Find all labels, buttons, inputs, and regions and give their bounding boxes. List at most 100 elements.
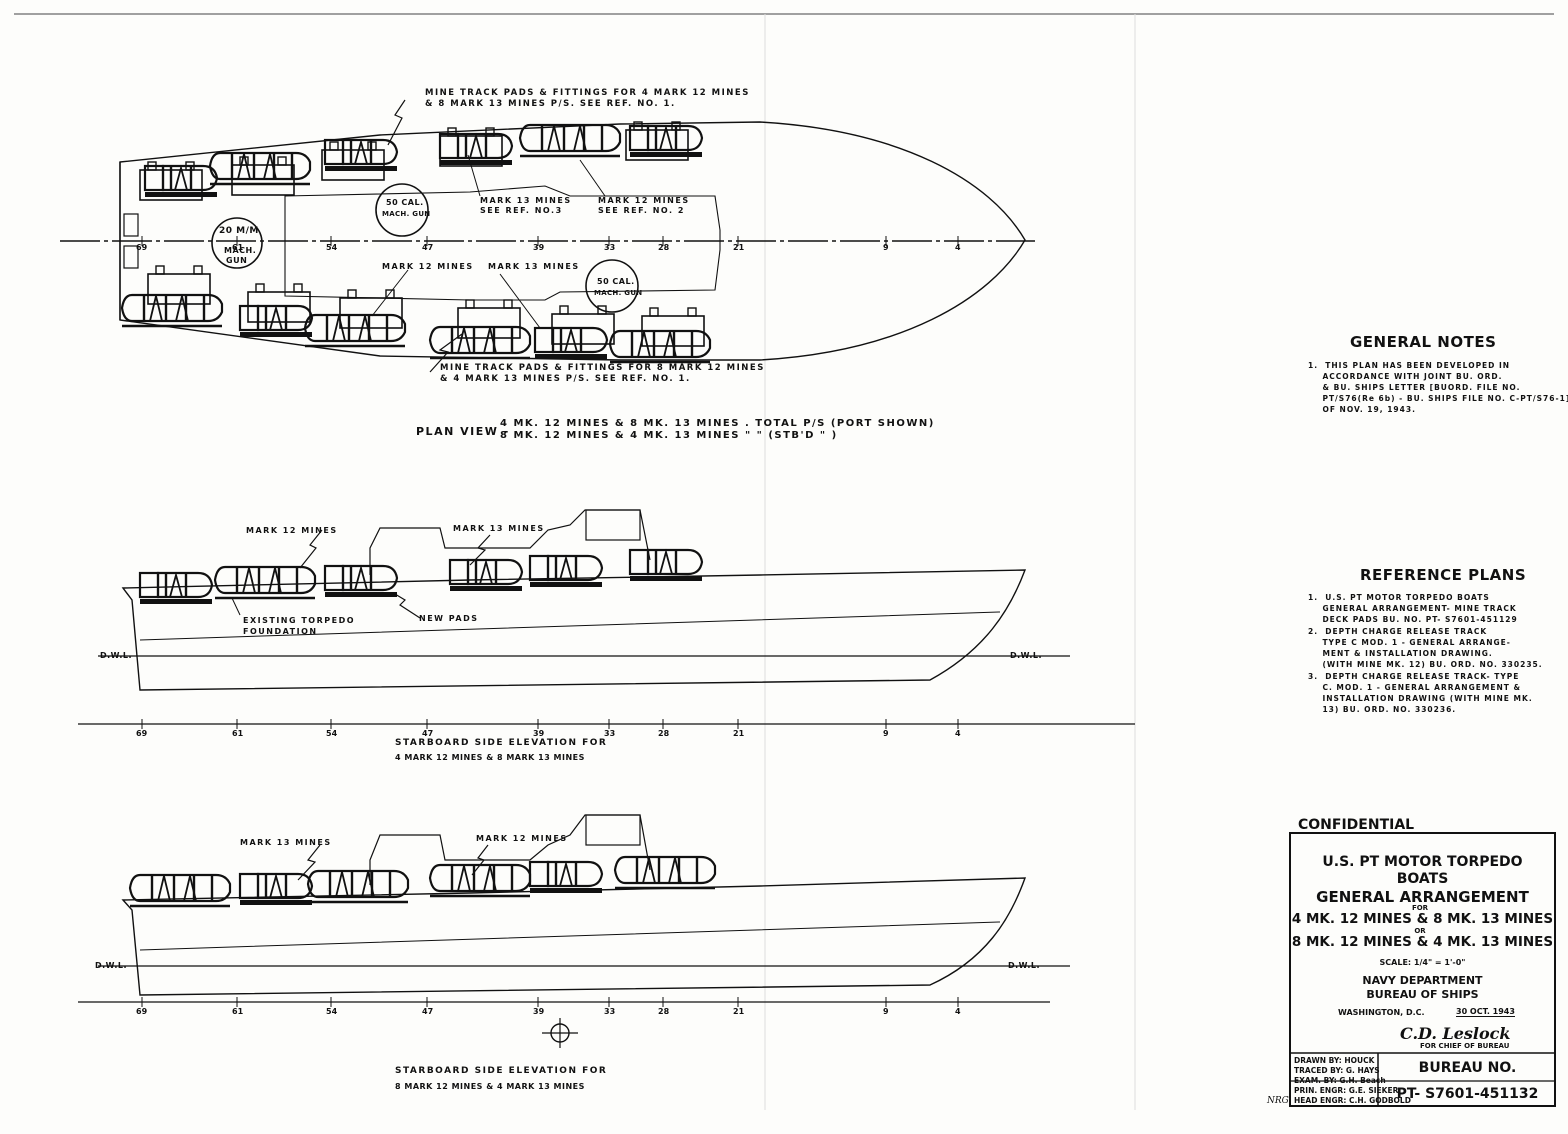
title-line-3: GENERAL ARRANGEMENT (1316, 888, 1529, 906)
plan-caption-line2: 8 MK. 12 MINES & 4 MK. 13 MINES " " (STB… (500, 430, 838, 441)
plan-frame-39: 39 (533, 243, 545, 252)
signature: C.D. Leslock (1400, 1024, 1511, 1043)
plan-frame-54: 54 (326, 243, 338, 252)
elev1-existing-label-b: FOUNDATION (243, 627, 318, 636)
elev2-mark13-label: MARK 13 MINES (240, 838, 332, 847)
plan-mark13-port-label: MARK 13 MINES (480, 196, 572, 205)
title-block-frame (1289, 832, 1556, 1107)
title-line-4: 4 MK. 12 MINES & 8 MK. 13 MINES (1291, 911, 1554, 927)
plan-50cal-gun-label-a: 50 CAL. (386, 198, 424, 207)
title-or-word: OR (1414, 927, 1426, 935)
elev1-caption-line2: 4 MARK 12 MINES & 8 MARK 13 MINES (395, 753, 585, 762)
plan-caption-prefix: PLAN VIEW - (416, 425, 510, 438)
reference-plan-3: 3. DEPTH CHARGE RELEASE TRACK- TYPE C. M… (1308, 672, 1533, 714)
drawn-by: DRAWN BY: HOUCK (1294, 1056, 1375, 1065)
elev1-dwl-fwd: D.W.L. (1010, 651, 1043, 660)
reference-plan-2: 2. DEPTH CHARGE RELEASE TRACK TYPE C MOD… (1308, 627, 1543, 669)
elev2-dwl-aft: D.W.L. (95, 961, 128, 970)
elev2-frame-4: 4 (955, 1007, 961, 1016)
bureau-number: PT- S7601-451132 (1396, 1086, 1539, 1102)
plan-mark12-stbd-label: MARK 12 MINES (382, 262, 474, 271)
title-line-1: U.S. PT MOTOR TORPEDO (1322, 854, 1523, 870)
plan-20mm-gun-label-a: 20 M/M (219, 226, 259, 236)
centerline-symbol (542, 1018, 578, 1048)
elev2-frame-69: 69 (136, 1007, 148, 1016)
title-washington: WASHINGTON, D.C. (1338, 1008, 1425, 1017)
elev2-frame-9: 9 (883, 1007, 889, 1016)
plan-frame-69: 69 (136, 243, 148, 252)
classification-label: CONFIDENTIAL (1298, 817, 1415, 833)
elev2-frame-33: 33 (604, 1007, 616, 1016)
plan-mark13-port-ref: SEE REF. NO.3 (480, 206, 563, 215)
elev2-frame-47: 47 (422, 1007, 434, 1016)
plan-frame-21: 21 (733, 243, 745, 252)
elevation-2-hull (78, 814, 1070, 1048)
plan-mark12-port-ref: SEE REF. NO. 2 (598, 206, 685, 215)
title-dept-line-1: NAVY DEPARTMENT (1362, 974, 1483, 987)
elev1-frame-61: 61 (232, 729, 244, 738)
head-engr: HEAD ENGR: C.H. GODBOLD (1294, 1096, 1411, 1105)
bureau-no-label: BUREAU NO. (1418, 1060, 1517, 1076)
title-for-chief: FOR CHIEF OF BUREAU (1420, 1042, 1510, 1050)
elev1-caption-line1: STARBOARD SIDE ELEVATION FOR (395, 738, 608, 748)
title-scale: SCALE: 1/4" = 1'-0" (1379, 958, 1466, 967)
plan-caption-line1: 4 MK. 12 MINES & 8 MK. 13 MINES . TOTAL … (500, 418, 935, 429)
general-notes-heading: GENERAL NOTES (1350, 333, 1497, 351)
plan-callout-top-line2: & 8 MARK 13 MINES P/S. SEE REF. NO. 1. (425, 99, 676, 109)
plan-frame-9: 9 (883, 243, 889, 252)
elev2-caption-line2: 8 MARK 12 MINES & 4 MARK 13 MINES (395, 1082, 585, 1091)
plan-50cal-gun-stbd-a: 50 CAL. (597, 277, 635, 286)
plan-mark12-port-label: MARK 12 MINES (598, 196, 690, 205)
elev1-existing-label-a: EXISTING TORPEDO (243, 616, 356, 625)
elev2-frame-39: 39 (533, 1007, 545, 1016)
plan-mark13-stbd-label: MARK 13 MINES (488, 262, 580, 271)
elev1-frame-54: 54 (326, 729, 338, 738)
elev2-caption-line1: STARBOARD SIDE ELEVATION FOR (395, 1066, 608, 1076)
elev1-frame-21: 21 (733, 729, 745, 738)
elev2-frame-21: 21 (733, 1007, 745, 1016)
elev1-frame-33: 33 (604, 729, 616, 738)
elev1-frame-4: 4 (955, 729, 961, 738)
plan-20mm-gun-label-b: MACH. (224, 246, 257, 255)
plan-frame-47: 47 (422, 243, 434, 252)
elev1-frame-69: 69 (136, 729, 148, 738)
elev1-frame-47: 47 (422, 729, 434, 738)
reference-plan-1: 1. U.S. PT MOTOR TORPEDO BOATS GENERAL A… (1308, 593, 1518, 624)
plan-20mm-gun-label-c: GUN (226, 256, 248, 265)
reference-plans-heading: REFERENCE PLANS (1360, 566, 1527, 584)
elev1-mark13-label: MARK 13 MINES (453, 524, 545, 533)
elev2-mark12-label: MARK 12 MINES (476, 834, 568, 843)
prin-engr: PRIN. ENGR: G.E. SIEKER (1294, 1086, 1399, 1095)
elevation-1-hull (78, 509, 1135, 729)
traced-by: TRACED BY: G. HAYS (1294, 1066, 1380, 1075)
elev1-frame-28: 28 (658, 729, 670, 738)
plan-50cal-gun-label-b: MACH. GUN (382, 210, 431, 218)
plan-callout-bottom-line1: MINE TRACK PADS & FITTINGS FOR 8 MARK 12… (440, 363, 765, 373)
plan-frame-33: 33 (604, 243, 616, 252)
elev2-frame-61: 61 (232, 1007, 244, 1016)
elev1-mark12-label: MARK 12 MINES (246, 526, 338, 535)
elev2-dwl-fwd: D.W.L. (1008, 961, 1041, 970)
title-date: 30 OCT. 1943 (1456, 1007, 1515, 1017)
exam-by: EXAM. BY: G.H. Beach (1294, 1076, 1386, 1085)
plan-view-hull (60, 99, 1035, 373)
elev1-frame-9: 9 (883, 729, 889, 738)
elev1-dwl-aft: D.W.L. (100, 651, 133, 660)
plan-callout-top-line1: MINE TRACK PADS & FITTINGS FOR 4 MARK 12… (425, 88, 750, 98)
elev2-frame-28: 28 (658, 1007, 670, 1016)
plan-frame-61: 61 (232, 243, 244, 252)
general-note-1: 1. THIS PLAN HAS BEEN DEVELOPED IN ACCOR… (1308, 361, 1568, 414)
elev2-frame-54: 54 (326, 1007, 338, 1016)
title-dept-line-2: BUREAU OF SHIPS (1366, 988, 1479, 1001)
title-line-2: BOATS (1396, 871, 1449, 887)
plan-frame-4: 4 (955, 243, 961, 252)
plan-50cal-gun-stbd-b: MACH. GUN (594, 289, 643, 297)
elev1-frame-39: 39 (533, 729, 545, 738)
elev1-new-pads-label: NEW PADS (419, 614, 479, 623)
title-for-word: FOR (1411, 904, 1429, 912)
title-line-5: 8 MK. 12 MINES & 4 MK. 13 MINES (1291, 934, 1554, 950)
initials-mark: NRG (1267, 1096, 1289, 1106)
plan-frame-28: 28 (658, 243, 670, 252)
